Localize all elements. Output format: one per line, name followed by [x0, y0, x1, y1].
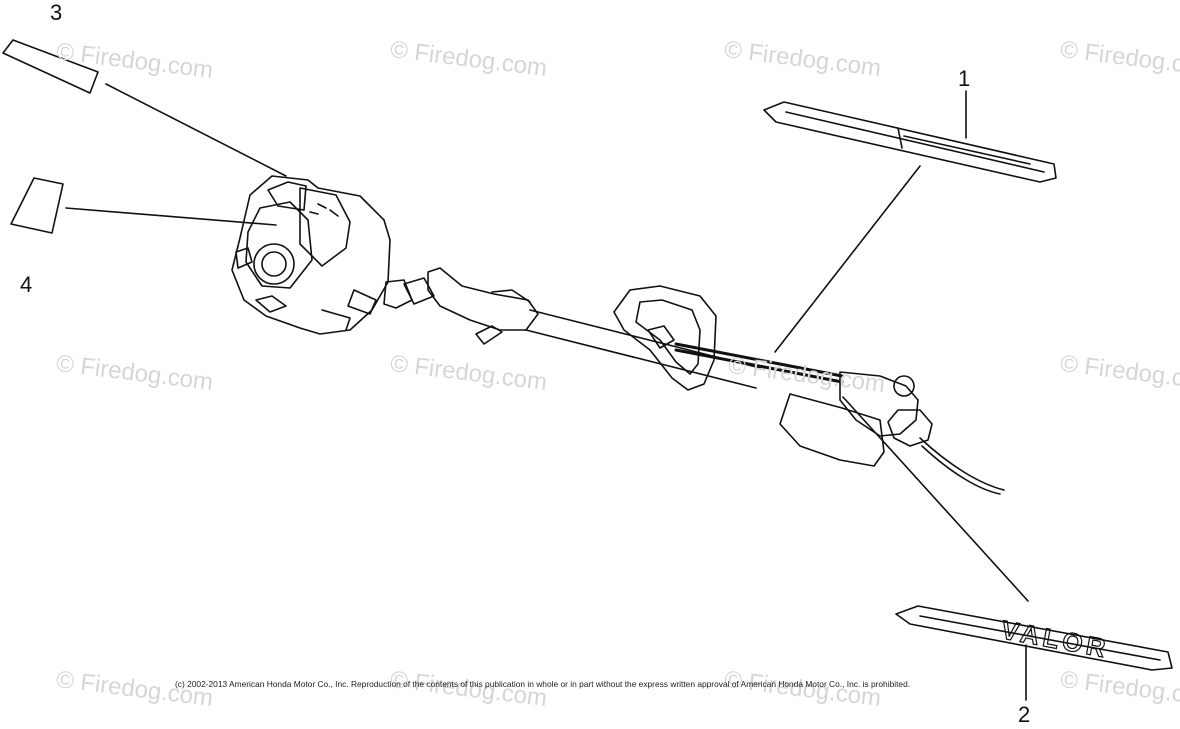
leader-line-2: [842, 396, 1029, 602]
throttle-handle: [427, 267, 539, 345]
trimmer-head-assembly: [779, 371, 1005, 495]
callout-number-2: 2: [1018, 702, 1031, 727]
loop-handle: [613, 285, 717, 391]
leader-line-4: [65, 207, 277, 226]
leader-line-1: [774, 165, 921, 353]
part-2-decal-lettering: VALOR: [999, 614, 1112, 663]
part-1-decal-strip: [763, 101, 1057, 183]
drive-shaft: [525, 309, 761, 389]
copyright-notice: (c) 2002-2013 American Honda Motor Co., …: [175, 679, 911, 689]
callout-number-4: 4: [20, 272, 33, 297]
part-3-label-decal: [2, 39, 99, 94]
shaft-decal-band: [674, 342, 844, 384]
engine-assembly: [231, 175, 391, 335]
clutch-coupling: [383, 277, 435, 309]
callout-number-1: 1: [958, 66, 971, 91]
part-2-decal-strip: [895, 605, 1173, 671]
part-4-small-decal: [10, 177, 64, 234]
callout-number-3: 3: [50, 0, 63, 25]
leader-line-3: [105, 83, 287, 177]
